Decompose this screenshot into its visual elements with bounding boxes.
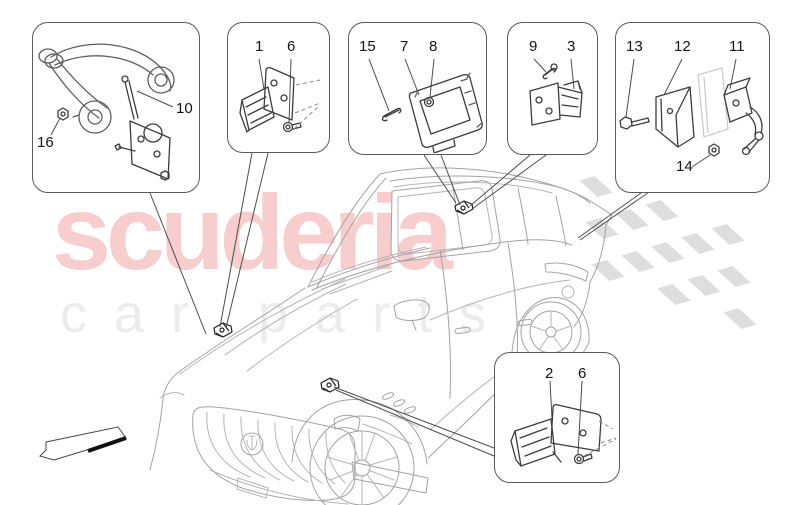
rear-height-sensor-part-art	[619, 58, 764, 168]
front-sensor-part-art	[239, 58, 321, 133]
front-suspension-part-art	[38, 43, 175, 181]
leader-lines	[149, 152, 653, 457]
ecu-part-art	[368, 58, 483, 153]
side-sensor-part-art	[510, 380, 617, 467]
watermark-brand: scuderia	[52, 174, 453, 292]
part-label-14[interactable]: 14	[676, 158, 693, 175]
part-label-2[interactable]: 2	[545, 365, 554, 382]
part-label-15[interactable]: 15	[359, 38, 376, 55]
watermark-subtitle: car parts	[60, 284, 514, 344]
fender-sensor-glyph	[320, 377, 340, 393]
part-label-7[interactable]: 7	[400, 38, 409, 55]
part-label-11[interactable]: 11	[729, 38, 745, 55]
checkered-flag-icon	[579, 176, 757, 329]
hood-sensor-glyph	[213, 322, 233, 338]
rear-wheel-spokes	[530, 310, 572, 351]
callout-side-sensor: 2 6	[494, 352, 620, 483]
part-label-3[interactable]: 3	[567, 38, 576, 55]
part-label-6[interactable]: 6	[578, 365, 587, 382]
roof-sensor-part-art	[529, 58, 583, 126]
callout-ecu-module: 15 7 8	[348, 22, 487, 155]
part-label-10[interactable]: 10	[176, 100, 193, 117]
part-label-13[interactable]: 13	[626, 38, 643, 55]
callout-roof-sensor: 9 3	[507, 22, 598, 155]
part-label-6[interactable]: 6	[287, 38, 296, 55]
callout-front-suspension: 16 10	[32, 22, 200, 193]
part-label-9[interactable]: 9	[529, 38, 538, 55]
maserati-trident-icon	[246, 435, 258, 451]
part-label-1[interactable]: 1	[255, 38, 264, 55]
car-line-art	[149, 167, 613, 505]
callout-front-sensor: 1 6	[227, 22, 330, 153]
roof-sensor-glyph	[454, 200, 474, 215]
front-direction-arrow-icon	[39, 426, 127, 461]
callout-rear-height-sensor: 13 12 11 14	[615, 22, 770, 193]
part-label-16[interactable]: 16	[37, 134, 54, 151]
front-wheel-spokes	[326, 430, 398, 505]
part-label-12[interactable]: 12	[674, 38, 691, 55]
part-label-8[interactable]: 8	[429, 38, 438, 55]
